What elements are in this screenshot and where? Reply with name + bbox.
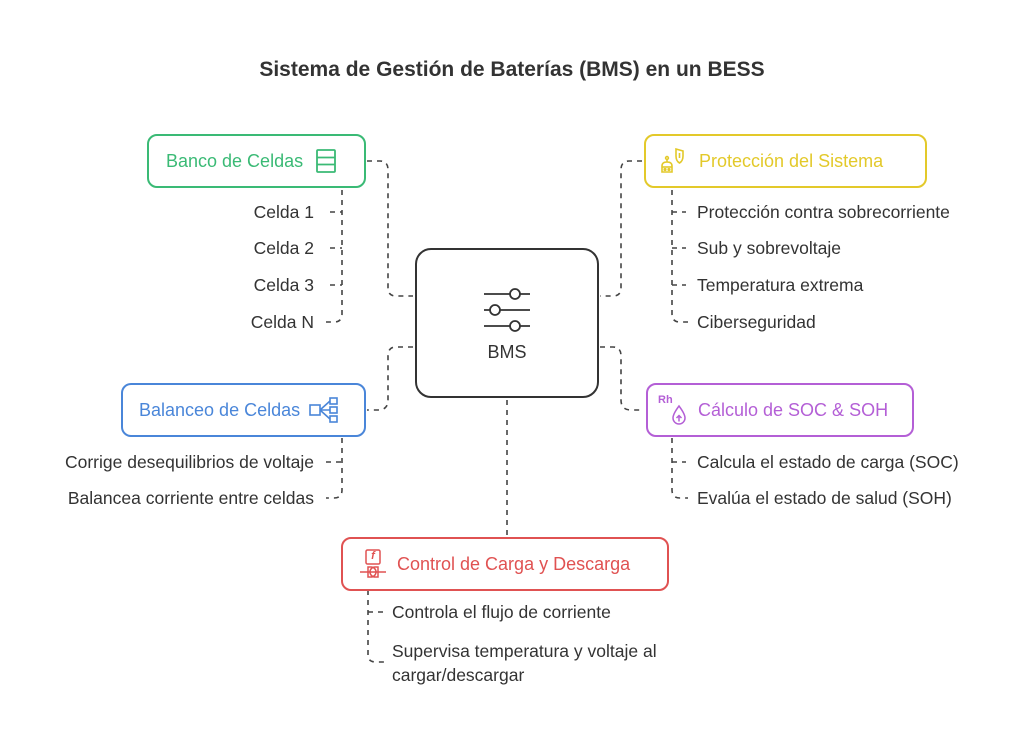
- sliders-icon: [484, 288, 530, 332]
- robot-shield-icon: [659, 146, 689, 176]
- branch-balancing-box: Balanceo de Celdas: [121, 383, 366, 437]
- branch-charge-title: Control de Carga y Descarga: [397, 553, 631, 574]
- charge-item-2: Supervisa temperatura y voltaje al: [392, 641, 657, 661]
- branch-cells-box: Banco de Celdas: [147, 134, 366, 188]
- balancing-item-1: Corrige desequilibrios de voltaje: [64, 452, 314, 472]
- balancing-item-2: Balancea corriente entre celdas: [67, 488, 314, 508]
- cells-item-2: Celda 2: [253, 238, 314, 258]
- branch-cells-title: Banco de Celdas: [166, 150, 304, 171]
- cell-stack-icon: [315, 148, 337, 174]
- rh-icon-text: Rh: [658, 394, 673, 406]
- branch-protection-box: Protección del Sistema: [644, 134, 927, 188]
- branch-soc-title: Cálculo de SOC & SOH: [698, 399, 889, 420]
- bms-center-node: BMS: [415, 248, 599, 398]
- bms-label: BMS: [487, 342, 527, 362]
- protection-item-4: Ciberseguridad: [697, 312, 816, 332]
- cells-item-1: Celda 1: [253, 202, 314, 222]
- function-plug-icon: f: [359, 548, 387, 580]
- protection-item-3: Temperatura extrema: [697, 275, 864, 295]
- rh-drop-icon: Rh: [658, 394, 690, 426]
- soc-item-1: Calcula el estado de carga (SOC): [697, 452, 959, 472]
- branch-protection-title: Protección del Sistema: [699, 150, 884, 171]
- cells-item-4: Celda N: [250, 312, 314, 332]
- branch-balancing-title: Balanceo de Celdas: [139, 399, 301, 420]
- cells-item-3: Celda 3: [253, 275, 314, 295]
- diagram-title: Sistema de Gestión de Baterías (BMS) en …: [259, 58, 765, 81]
- soc-item-2: Evalúa el estado de salud (SOH): [697, 488, 952, 508]
- charge-item-1: Controla el flujo de corriente: [392, 602, 611, 622]
- protection-item-2: Sub y sobrevoltaje: [697, 238, 841, 258]
- branch-charge-box: f Control de Carga y Descarga: [341, 537, 669, 591]
- distribution-icon: [308, 396, 340, 424]
- branch-soc-box: Rh Cálculo de SOC & SOH: [646, 383, 914, 437]
- protection-item-1: Protección contra sobrecorriente: [697, 202, 950, 222]
- function-icon-text: f: [371, 550, 375, 562]
- charge-item-2-cont: cargar/descargar: [392, 665, 525, 685]
